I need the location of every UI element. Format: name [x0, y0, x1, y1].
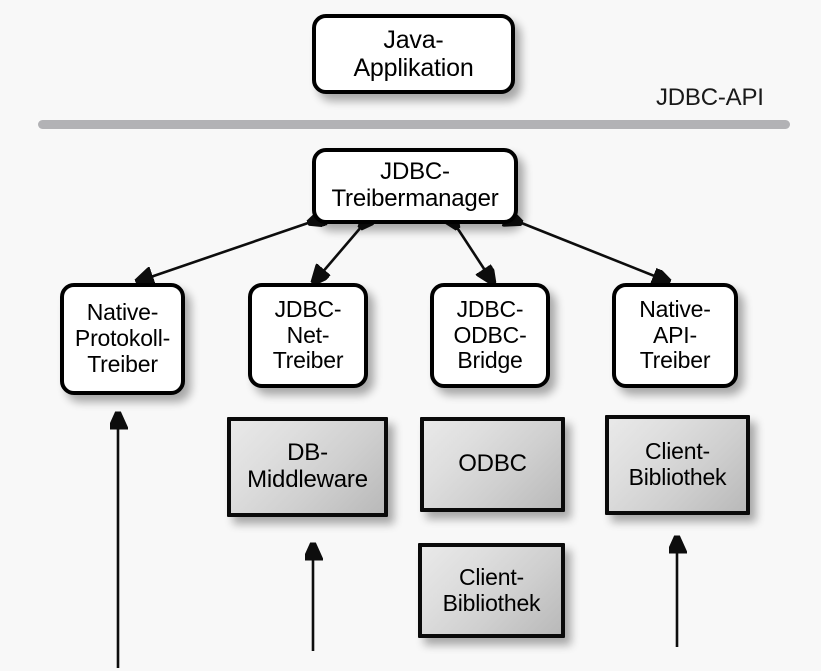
link-treibermanager-native-api [519, 222, 667, 281]
node-jdbc-net-treiber[interactable]: JDBC- Net- Treiber [248, 283, 368, 388]
link-treibermanager-native-protokoll [139, 222, 311, 281]
node-db-middleware[interactable]: DB- Middleware [227, 417, 388, 517]
jdbc-api-label: JDBC-API [656, 84, 764, 111]
node-odbc[interactable]: ODBC [420, 417, 565, 512]
link-treibermanager-jdbc-net [315, 226, 362, 281]
jdbc-api-bar [38, 120, 790, 129]
node-jdbc-treibermanager[interactable]: JDBC- Treibermanager [312, 148, 518, 224]
link-treibermanager-jdbc-odbc [456, 226, 492, 281]
node-java-applikation[interactable]: Java- Applikation [312, 14, 515, 94]
node-client-bibliothek-right[interactable]: Client- Bibliothek [605, 415, 750, 515]
node-native-api-treiber[interactable]: Native- API- Treiber [612, 283, 738, 388]
node-jdbc-odbc-bridge[interactable]: JDBC- ODBC- Bridge [430, 283, 550, 388]
node-native-protokoll-treiber[interactable]: Native- Protokoll- Treiber [60, 283, 185, 395]
node-client-bibliothek-odbc[interactable]: Client- Bibliothek [418, 543, 565, 638]
